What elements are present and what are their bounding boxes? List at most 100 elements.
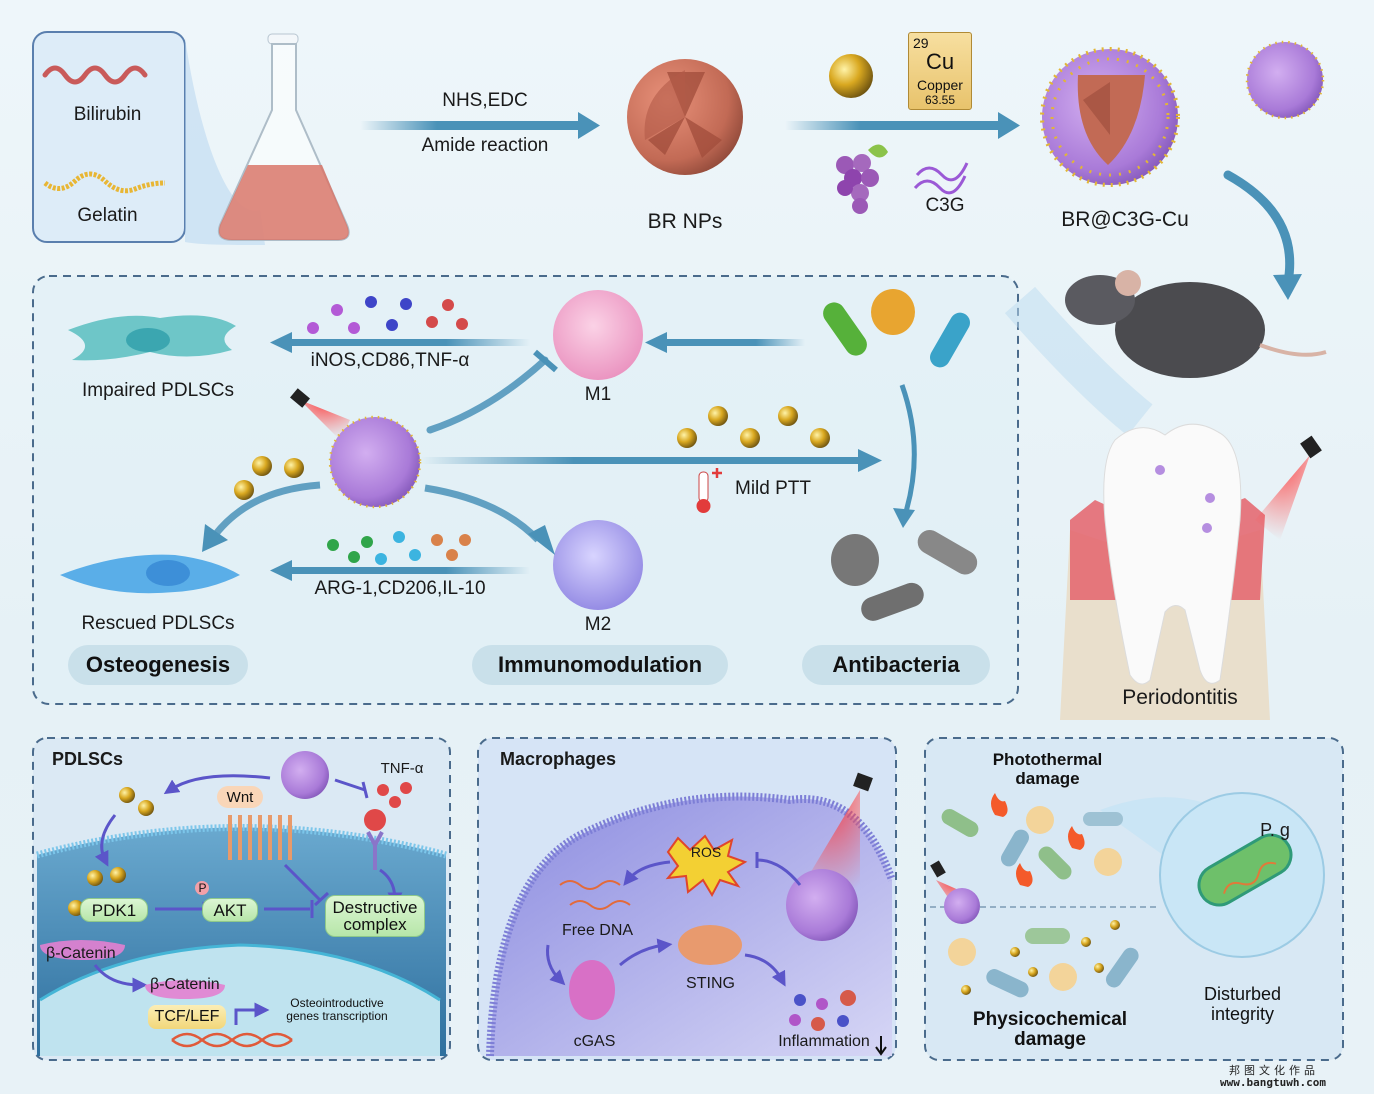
tooth-icon <box>1060 423 1270 720</box>
central-nanoparticle-icon <box>330 417 420 507</box>
copper-element-card: 29 Cu Copper 63.55 <box>908 32 972 110</box>
tcf-lef-box: TCF/LEF <box>148 1005 226 1029</box>
dead-bacterium-icon <box>831 534 879 586</box>
element-number: 29 <box>913 35 929 51</box>
br-c3g-cu-nanoparticle-icon <box>1040 47 1180 187</box>
amide-reaction-label: Amide reaction <box>421 135 549 156</box>
arrow-m2-to-rescued <box>290 567 530 574</box>
gelatin-label: Gelatin <box>77 205 138 226</box>
bacteria-graphics <box>930 792 1325 998</box>
nanoparticle-small-icon <box>1247 42 1323 118</box>
ros-burst-icon <box>665 834 748 898</box>
arrow-loading <box>785 121 1000 130</box>
arrow-mild-ptt <box>420 457 860 464</box>
pdlscs-panel-title: PDLSCs <box>52 749 124 769</box>
br-nanoparticle-icon <box>627 59 743 175</box>
thermometer-icon <box>696 468 722 513</box>
grape-icon <box>836 144 888 214</box>
wnt-badge: Wnt <box>217 786 263 808</box>
pill-osteogenesis: Osteogenesis <box>68 645 248 685</box>
pill-immunomodulation: Immunomodulation <box>472 645 728 685</box>
bacterium-blue-icon <box>930 312 970 368</box>
arrow-to-rescued <box>212 481 321 538</box>
mechanism-panel <box>32 275 1019 705</box>
laser-device-macro-icon <box>853 772 873 792</box>
c3g-chain-icon <box>913 162 969 195</box>
inhibit-m1-arrow <box>426 356 549 434</box>
pg-bacterium-icon <box>1197 833 1293 907</box>
laser-device-bac-icon <box>930 860 946 878</box>
disturbed-line-2: integrity <box>1210 1004 1275 1024</box>
arrow-m1-to-impaired <box>290 339 530 346</box>
sting-protein-icon <box>678 925 742 965</box>
m2-macrophage-icon <box>553 520 643 610</box>
bacterium-green-icon <box>823 302 867 356</box>
disturbed-integrity-label: Disturbed integrity <box>1185 984 1300 1024</box>
watermark-url: www.bangtuwh.com <box>1220 1076 1326 1089</box>
cgas-protein-icon <box>569 960 615 1020</box>
arrow-bacteria-killed <box>899 384 917 516</box>
impaired-pdlscs-label: Impaired PDLSCs <box>81 380 235 401</box>
genes-line-2: genes transcription <box>286 1009 388 1023</box>
br-nps-label: BR NPs <box>647 210 723 233</box>
wnt-receptor-icon <box>228 815 292 860</box>
pdlscs-graphics <box>36 751 447 1056</box>
beta-catenin-nucleus-icon <box>145 980 225 999</box>
nanoparticle-bac-icon <box>944 888 980 924</box>
synthesis-row <box>32 31 1325 300</box>
free-dna-label: Free DNA <box>561 922 634 939</box>
ros-label: ROS <box>690 844 722 860</box>
copper-ion-icon <box>829 54 873 98</box>
sting-label: STING <box>686 975 735 992</box>
rescued-pdlscs-label: Rescued PDLSCs <box>81 613 235 634</box>
laser-device-tooth-icon <box>1300 435 1322 459</box>
arrow-to-mouse <box>1223 170 1295 287</box>
nhs-edc-label: NHS,EDC <box>442 90 528 111</box>
mechanism-graphics <box>60 289 978 621</box>
periodontitis-label: Periodontitis <box>1122 686 1238 709</box>
m2-cytokines-label: ARG-1,CD206,IL-10 <box>314 578 486 599</box>
element-symbol: Cu <box>925 49 955 74</box>
gelatin-chain-icon <box>43 171 166 194</box>
c3g-label: C3G <box>925 195 965 216</box>
destructive-line-2: complex <box>343 915 407 934</box>
photothermal-line-1: Photothermal <box>992 750 1103 769</box>
dna-icon <box>171 1032 293 1048</box>
cgas-label: cGAS <box>573 1033 616 1050</box>
tnf-alpha-label: TNF-α <box>380 760 424 777</box>
down-arrow-icon <box>875 1036 887 1056</box>
laser-device-icon <box>290 388 310 408</box>
destructive-line-1: Destructive <box>332 898 418 917</box>
m1-cytokines-dots <box>307 296 468 334</box>
phospho-icon <box>195 881 209 895</box>
element-name: Copper <box>917 77 963 93</box>
arrow-amide <box>360 121 580 130</box>
pdk1-box: PDK1 <box>80 898 148 922</box>
beta-catenin-label-2: β-Catenin <box>150 976 220 993</box>
mouse-icon <box>1065 270 1327 378</box>
photothermal-damage-label: Photothermal damage <box>965 750 1130 788</box>
genes-line-1: Osteointroductive <box>290 996 384 1010</box>
phospho-label: P <box>198 880 207 895</box>
m2-label: M2 <box>584 614 612 635</box>
nanoparticle-pdlsc-icon <box>281 751 329 799</box>
physicochemical-damage-label: Physicochemical damage <box>955 1010 1145 1050</box>
macrophage-graphics <box>486 772 896 1057</box>
zoom-beam <box>185 38 265 245</box>
pg-label: P. g <box>1260 820 1290 840</box>
m1-cytokines-label: iNOS,CD86,TNF-α <box>310 350 470 371</box>
cu-dots-ptt <box>677 406 830 448</box>
free-dna-icon <box>559 880 631 910</box>
pill-antibacteria: Antibacteria <box>802 645 990 685</box>
arrow-bacteria-to-m1 <box>665 339 805 346</box>
macrophages-panel-title: Macrophages <box>500 749 617 769</box>
laser-beam-tooth <box>1255 455 1310 540</box>
photothermal-line-2: damage <box>1015 769 1080 788</box>
flame-icons <box>991 793 1085 887</box>
laser-beam <box>300 400 350 440</box>
physicochemical-line-1: Physicochemical <box>972 1009 1128 1030</box>
tnf-receptor-ball <box>364 809 386 831</box>
flask-icon <box>217 33 350 241</box>
m1-macrophage-icon <box>553 290 643 380</box>
